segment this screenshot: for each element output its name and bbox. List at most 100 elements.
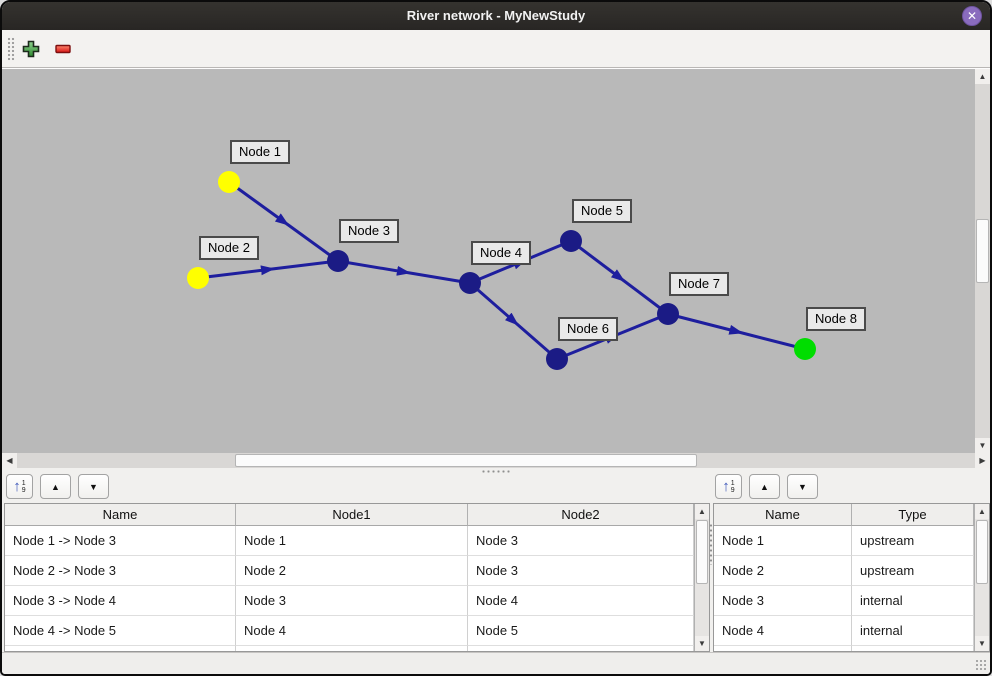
- table-row[interactable]: [714, 646, 989, 651]
- table-cell[interactable]: [468, 646, 694, 651]
- resize-grip[interactable]: [975, 659, 987, 671]
- scroll-down-icon[interactable]: ▼: [695, 636, 709, 651]
- table-cell[interactable]: Node 2: [714, 556, 852, 586]
- reach-edge[interactable]: [667, 312, 806, 351]
- node-label[interactable]: Node 6: [558, 317, 618, 341]
- table-cell[interactable]: upstream: [852, 526, 974, 556]
- node-table-scroll-thumb[interactable]: [976, 520, 988, 584]
- node-circle[interactable]: [218, 171, 240, 193]
- table-cell[interactable]: Node 3: [468, 556, 694, 586]
- canvas-horizontal-scrollbar[interactable]: ◀ ▶: [2, 453, 990, 468]
- table-cell[interactable]: Node 4: [714, 616, 852, 646]
- add-node-button[interactable]: [20, 38, 42, 60]
- horizontal-splitter[interactable]: [2, 468, 990, 473]
- sort-button[interactable]: ↑ 1 9: [6, 474, 33, 499]
- table-cell[interactable]: internal: [852, 586, 974, 616]
- node-label[interactable]: Node 2: [199, 236, 259, 260]
- toolbar-drag-handle[interactable]: [7, 37, 15, 61]
- sort-digits: 1 9: [730, 479, 735, 494]
- table-cell[interactable]: [236, 646, 468, 651]
- node-circle[interactable]: [560, 230, 582, 252]
- table-cell[interactable]: Node 2 -> Node 3: [5, 556, 236, 586]
- reach-table-scroll-thumb[interactable]: [696, 520, 708, 584]
- table-cell[interactable]: Node 3: [468, 526, 694, 556]
- canvas-vscroll-thumb[interactable]: [976, 219, 989, 283]
- column-header[interactable]: Node1: [236, 504, 468, 526]
- table-cell[interactable]: [5, 646, 236, 651]
- table-row[interactable]: [5, 646, 709, 651]
- node-circle[interactable]: [187, 267, 209, 289]
- node-label[interactable]: Node 4: [471, 241, 531, 265]
- move-up-button[interactable]: ▲: [40, 474, 71, 499]
- node-circle[interactable]: [546, 348, 568, 370]
- table-cell[interactable]: Node 1: [714, 526, 852, 556]
- scroll-left-icon[interactable]: ◀: [2, 453, 17, 468]
- table-cell[interactable]: Node 1 -> Node 3: [5, 526, 236, 556]
- node-circle[interactable]: [459, 272, 481, 294]
- network-canvas[interactable]: Node 1 Node 2 Node 3 Node 4 Node 5 Node 6 Node…: [2, 69, 975, 453]
- table-cell[interactable]: [852, 646, 974, 651]
- sort-button[interactable]: ↑ 1 9: [715, 474, 742, 499]
- node-circle[interactable]: [657, 303, 679, 325]
- column-header[interactable]: Node2: [468, 504, 694, 526]
- reach-table-scrollbar[interactable]: ▲ ▼: [694, 504, 709, 651]
- node-label[interactable]: Node 3: [339, 219, 399, 243]
- table-cell[interactable]: internal: [852, 616, 974, 646]
- scroll-down-icon[interactable]: ▼: [975, 438, 990, 453]
- reach-edge[interactable]: [337, 259, 471, 285]
- node-circle[interactable]: [327, 250, 349, 272]
- canvas-hscroll-thumb[interactable]: [235, 454, 697, 467]
- table-cell[interactable]: Node 5: [468, 616, 694, 646]
- scroll-up-icon[interactable]: ▲: [695, 504, 709, 519]
- node-table-toolbar: ↑ 1 9 ▲ ▼: [715, 474, 818, 500]
- move-up-icon: ▲: [51, 481, 60, 492]
- scroll-up-icon[interactable]: ▲: [975, 69, 990, 84]
- close-button[interactable]: ✕: [962, 6, 982, 26]
- reach-edge[interactable]: [570, 239, 669, 316]
- node-label[interactable]: Node 5: [572, 199, 632, 223]
- node-label[interactable]: Node 7: [669, 272, 729, 296]
- table-cell[interactable]: Node 3: [236, 586, 468, 616]
- sort-icon: ↑: [722, 478, 730, 495]
- scroll-down-icon[interactable]: ▼: [975, 636, 989, 651]
- canvas-vertical-scrollbar[interactable]: ▲ ▼: [975, 69, 990, 453]
- move-down-button[interactable]: ▼: [787, 474, 818, 499]
- vertical-splitter[interactable]: [709, 523, 713, 565]
- move-up-button[interactable]: ▲: [749, 474, 780, 499]
- reach-edge[interactable]: [228, 180, 339, 263]
- reach-edge[interactable]: [469, 281, 558, 361]
- column-header[interactable]: Name: [714, 504, 852, 526]
- table-cell[interactable]: Node 2: [236, 556, 468, 586]
- window-title: River network - MyNewStudy: [406, 8, 586, 23]
- column-header[interactable]: Name: [5, 504, 236, 526]
- scroll-up-icon[interactable]: ▲: [975, 504, 989, 519]
- node-circle[interactable]: [794, 338, 816, 360]
- node-label[interactable]: Node 8: [806, 307, 866, 331]
- column-header[interactable]: Type: [852, 504, 974, 526]
- node-label[interactable]: Node 1: [230, 140, 290, 164]
- table-cell[interactable]: Node 3 -> Node 4: [5, 586, 236, 616]
- table-cell[interactable]: Node 4: [236, 616, 468, 646]
- table-cell[interactable]: upstream: [852, 556, 974, 586]
- table-cell[interactable]: Node 4: [468, 586, 694, 616]
- move-down-button[interactable]: ▼: [78, 474, 109, 499]
- table-cell[interactable]: Node 3: [714, 586, 852, 616]
- table-cell[interactable]: Node 4 -> Node 5: [5, 616, 236, 646]
- table-cell[interactable]: [714, 646, 852, 651]
- table-cell[interactable]: Node 1: [236, 526, 468, 556]
- reach-edge[interactable]: [197, 259, 339, 280]
- remove-node-button[interactable]: [52, 38, 74, 60]
- scroll-right-icon[interactable]: ▶: [975, 453, 990, 468]
- node-table-scrollbar[interactable]: ▲ ▼: [974, 504, 989, 651]
